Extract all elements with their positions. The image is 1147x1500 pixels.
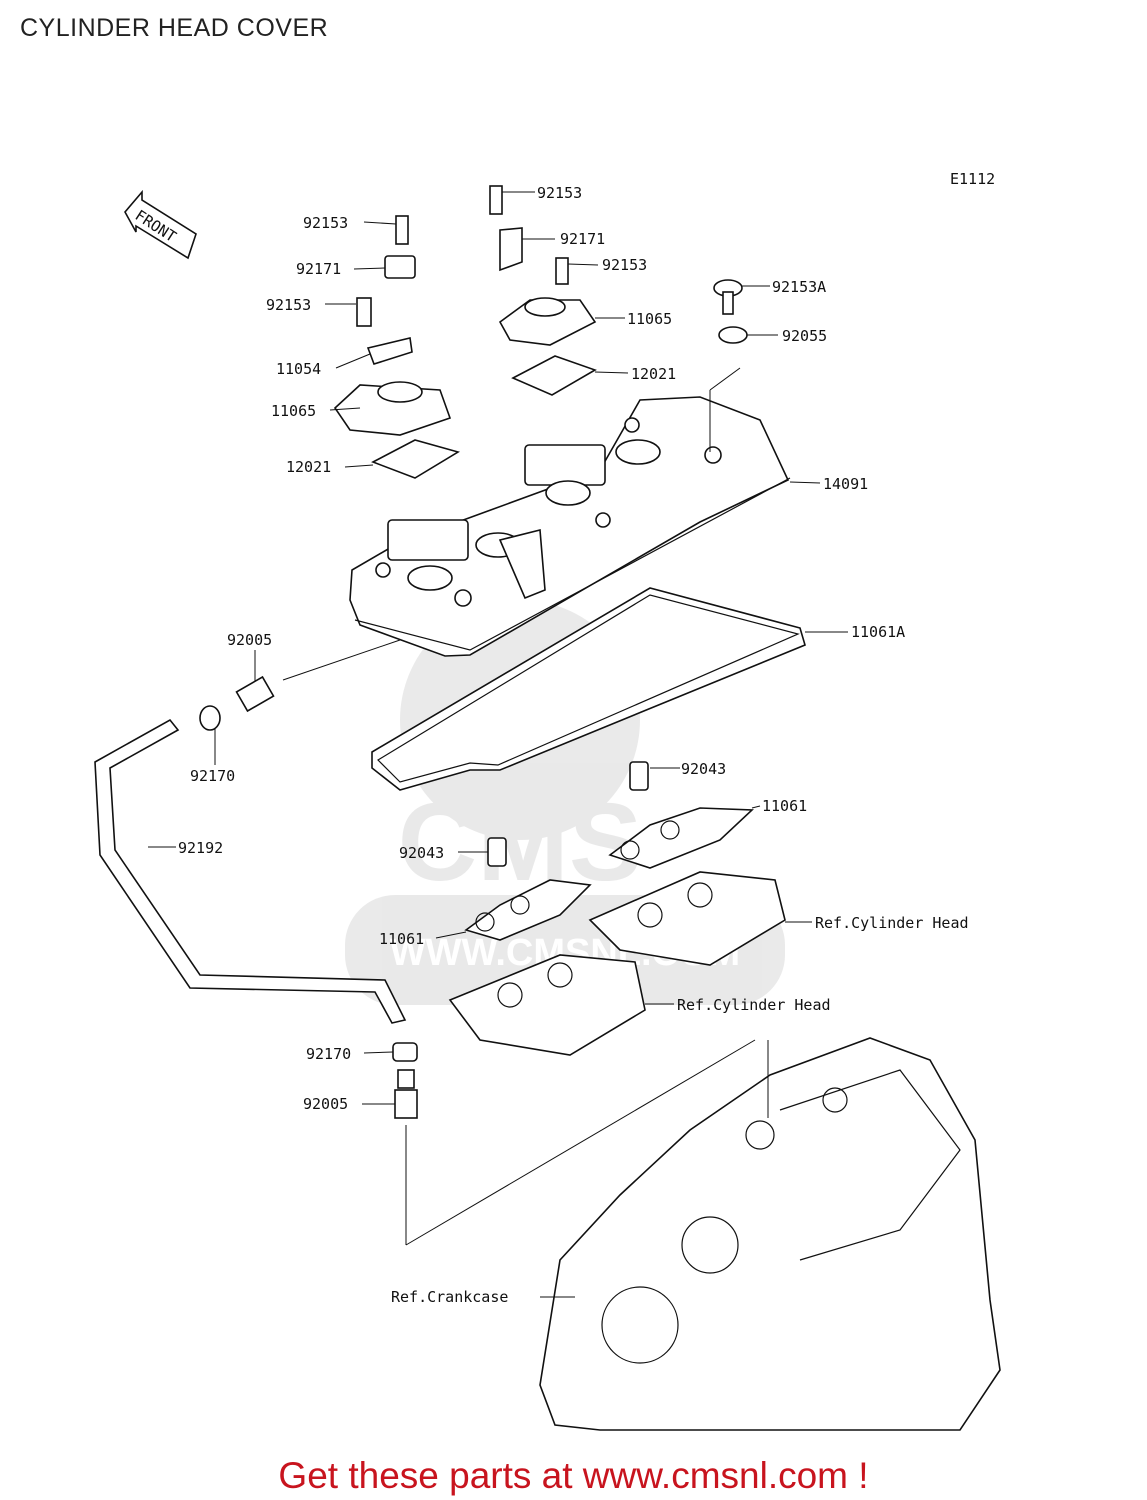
- callout-label: 92153: [303, 214, 348, 232]
- callout-label: 92043: [681, 760, 726, 778]
- callout-labels: 92153 92171 92153 11054 11065 12021 9215…: [178, 184, 969, 1306]
- upper-breather-fitting: [199, 675, 275, 731]
- callout-label: 92005: [303, 1095, 348, 1113]
- callout-label: 92055: [782, 327, 827, 345]
- callout-label: 14091: [823, 475, 868, 493]
- cylinder-head-ref-lower: [448, 954, 646, 1056]
- callout-label: 11061: [762, 797, 807, 815]
- callout-label: Ref.Crankcase: [391, 1288, 508, 1306]
- callout-label: 92171: [296, 260, 341, 278]
- left-cap-assembly: [333, 215, 460, 479]
- callout-label: 11065: [271, 402, 316, 420]
- callout-label: 11061A: [851, 623, 905, 641]
- leader-lines: [148, 191, 848, 1298]
- page-title: CYLINDER HEAD COVER: [20, 14, 329, 42]
- callout-label: 92005: [227, 631, 272, 649]
- callout-label: 92043: [399, 844, 444, 862]
- footer-link-text[interactable]: Get these parts at www.cmsnl.com !: [278, 1455, 869, 1496]
- crankcase-ref: [539, 1037, 1001, 1431]
- callout-label: 11054: [276, 360, 321, 378]
- callout-label: 12021: [286, 458, 331, 476]
- callout-label: Ref.Cylinder Head: [815, 914, 969, 932]
- seal-set-right: [608, 761, 754, 869]
- right-cap-assembly: [489, 185, 597, 396]
- callout-label: 92170: [190, 767, 235, 785]
- diagram-code: E1112: [950, 170, 995, 188]
- callout-label: 92153: [602, 256, 647, 274]
- callout-label: 11061: [379, 930, 424, 948]
- callout-label: 92153: [266, 296, 311, 314]
- callout-label: Ref.Cylinder Head: [677, 996, 831, 1014]
- breather-hose: [94, 718, 407, 1024]
- cylinder-head-ref-upper: [588, 871, 786, 966]
- front-arrow-icon: FRONT: [124, 189, 197, 260]
- seal-set-left: [464, 837, 592, 941]
- callout-label: 92153A: [772, 278, 826, 296]
- watermark-brand: CMS: [398, 781, 642, 904]
- callout-label: 92192: [178, 839, 223, 857]
- bolt-washer-right: [713, 279, 748, 344]
- cover-gasket: [371, 587, 806, 791]
- cylinder-head-cover: [349, 396, 791, 657]
- callout-label: 92153: [537, 184, 582, 202]
- lower-breather-fitting: [392, 1042, 418, 1119]
- callout-label: 11065: [627, 310, 672, 328]
- callout-label: 12021: [631, 365, 676, 383]
- callout-label: 92170: [306, 1045, 351, 1063]
- callout-label: 92171: [560, 230, 605, 248]
